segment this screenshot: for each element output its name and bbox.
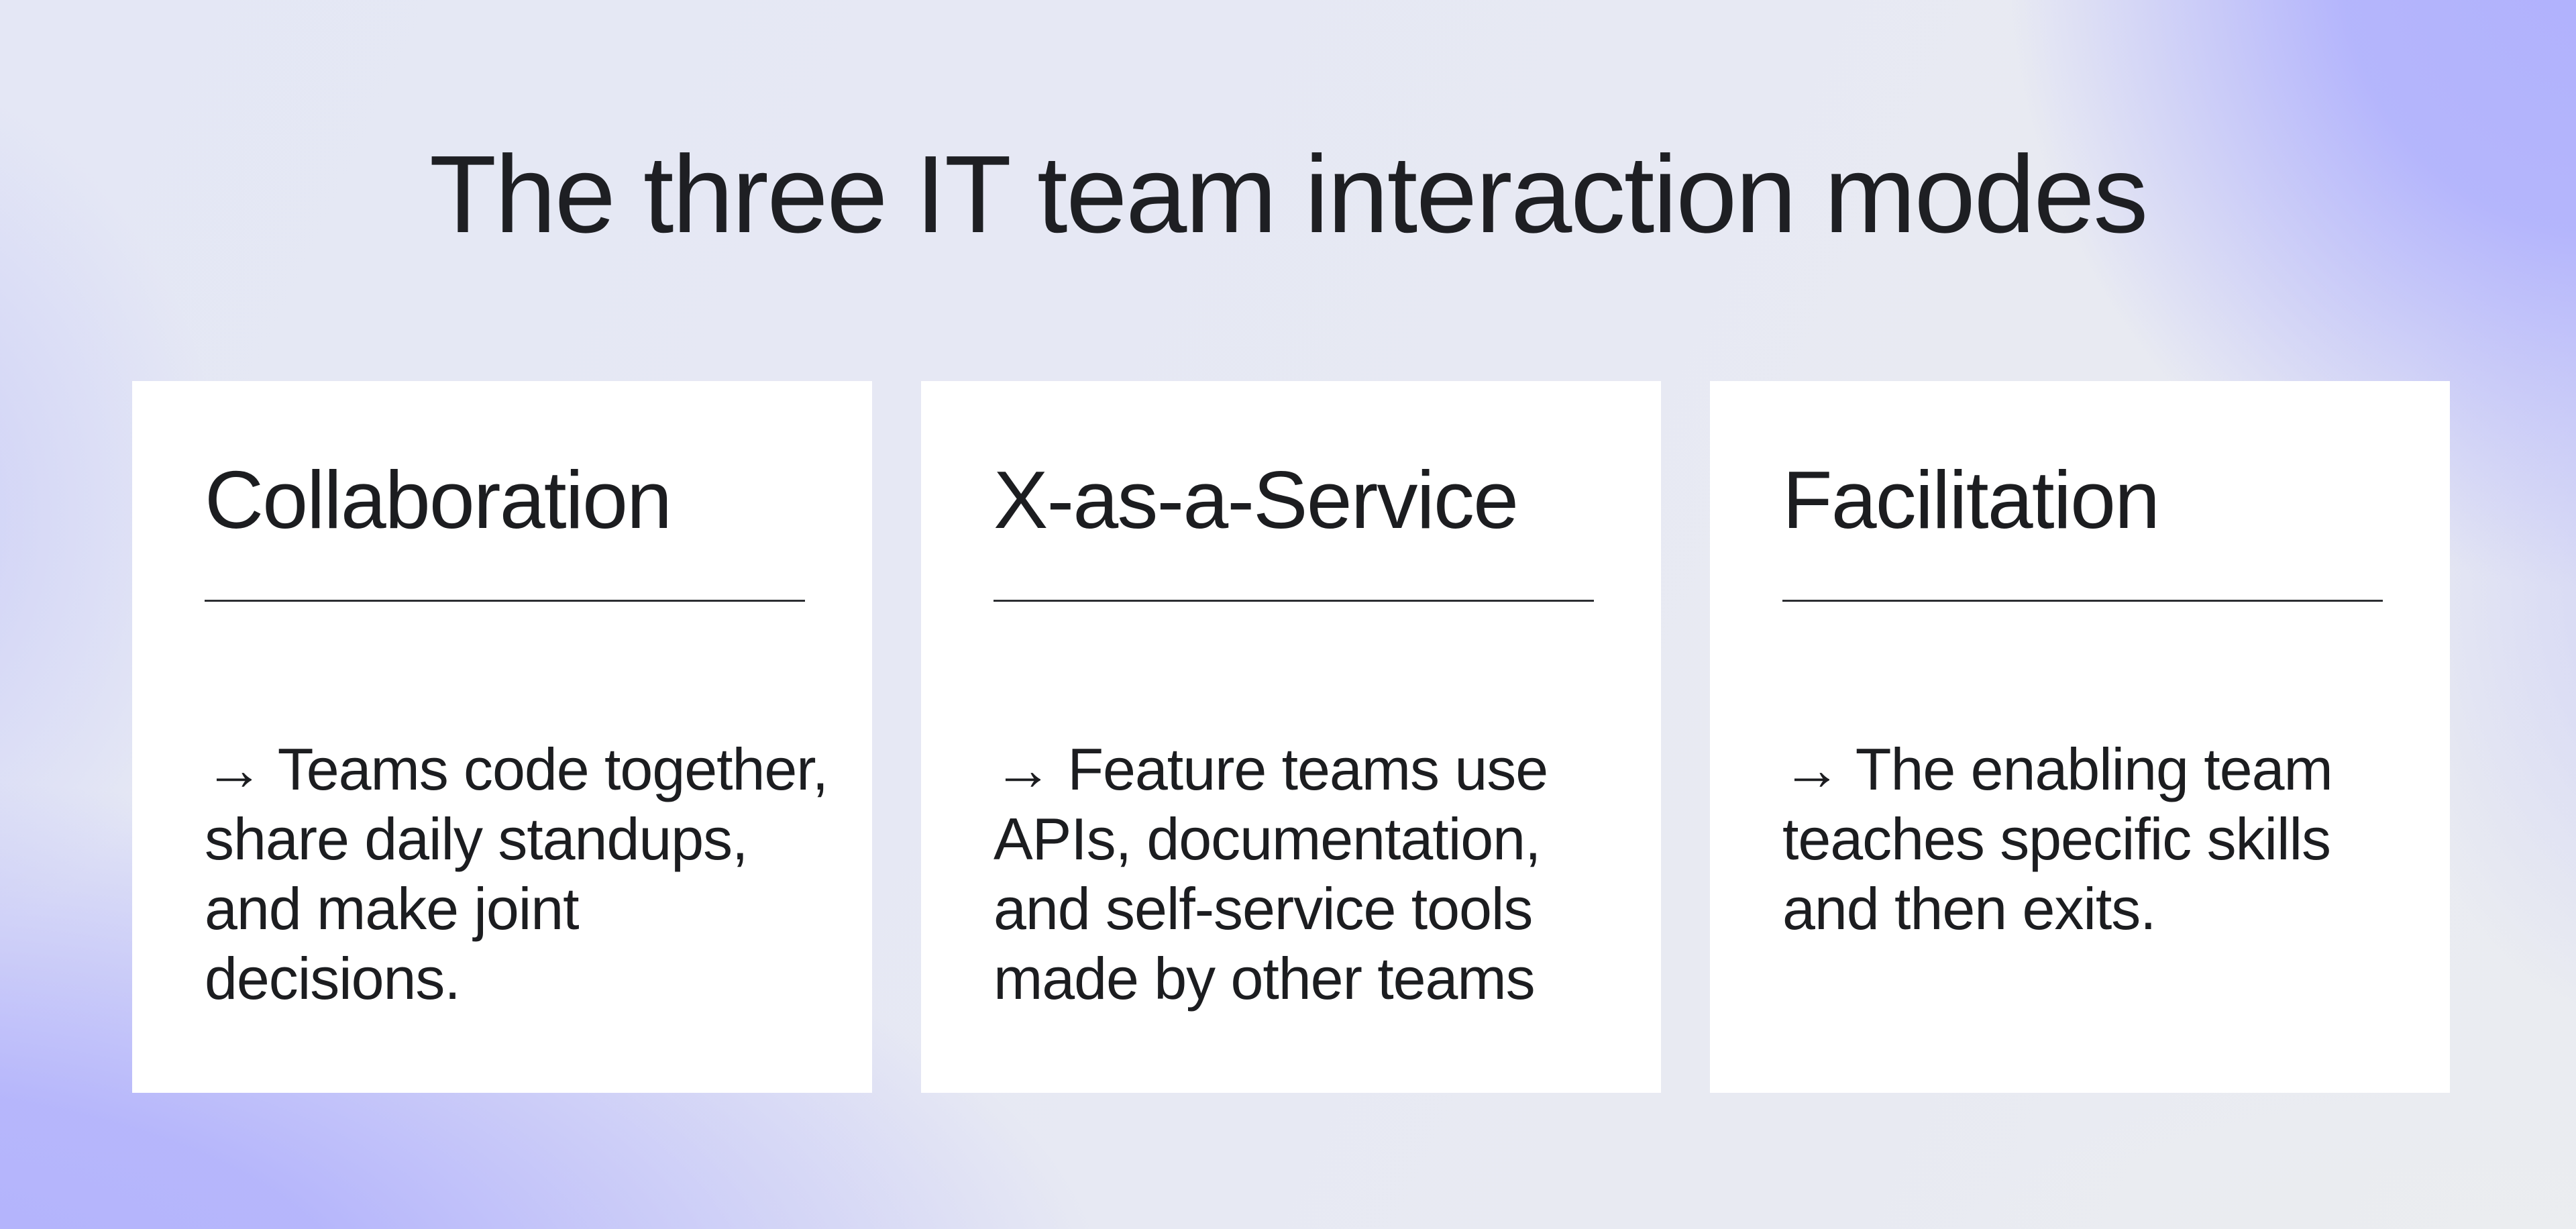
page-title: The three IT team interaction modes	[429, 133, 2148, 256]
card-body: → Teams code together, share daily stand…	[205, 736, 828, 1012]
card-divider	[205, 600, 805, 602]
card-divider	[1782, 600, 2383, 602]
card-x-as-a-service: X-as-a-Service → Feature teams use APIs,…	[921, 381, 1661, 1093]
card-facilitation: Facilitation → The enabling team teaches…	[1710, 381, 2450, 1093]
card-heading: Collaboration	[205, 454, 672, 545]
card-heading: X-as-a-Service	[994, 454, 1519, 545]
card-body: → The enabling team teaches specific ski…	[1782, 736, 2333, 943]
card-divider	[994, 600, 1594, 602]
card-row: Collaboration → Teams code together, sha…	[132, 381, 2450, 1093]
card-collaboration: Collaboration → Teams code together, sha…	[132, 381, 872, 1093]
card-heading: Facilitation	[1782, 454, 2160, 545]
card-body: → Feature teams use APIs, documentation,…	[994, 736, 1548, 1012]
